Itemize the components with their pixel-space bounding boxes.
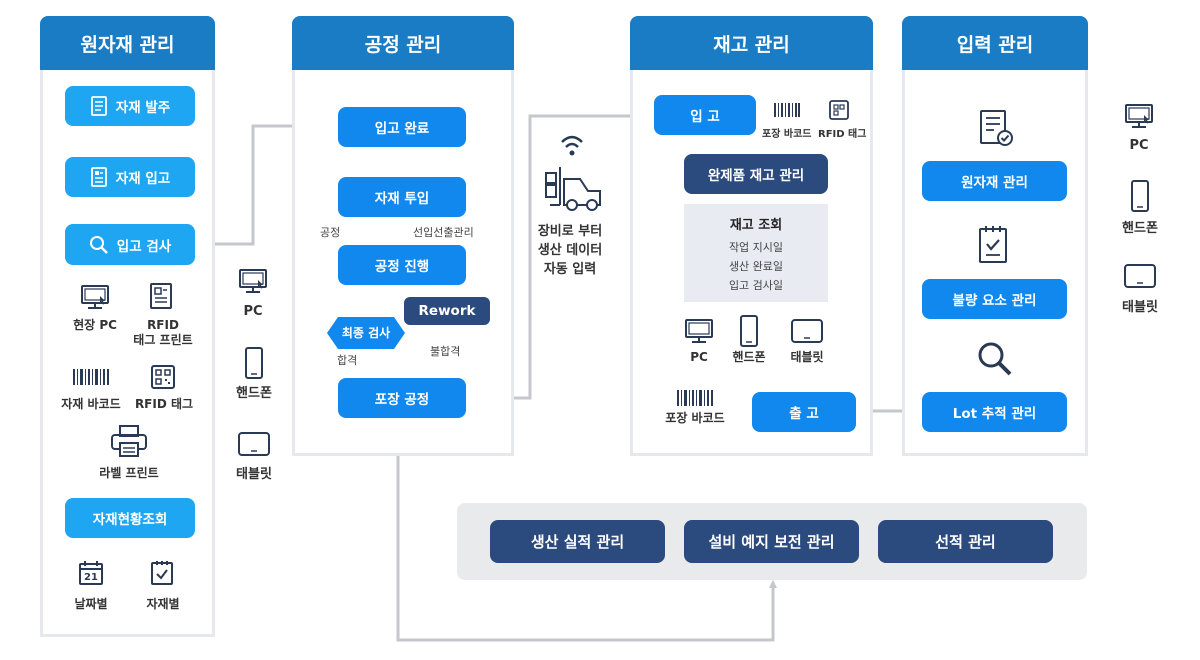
material-receive-button[interactable]: 자재 입고: [65, 157, 195, 197]
magnifier-icon: [976, 340, 1014, 382]
pass-label: 합격: [337, 354, 358, 367]
query-item: 생산 완료일: [728, 260, 784, 273]
left-tablet-label: 태블릿: [236, 467, 272, 482]
inbound-button[interactable]: 입 고: [654, 95, 756, 135]
barcode-icon: [73, 369, 109, 389]
rfid-print-label-2: 태그 프린트: [133, 333, 193, 347]
right-tablet-label: 태블릿: [1122, 300, 1158, 315]
inv-rfid-tag-label: RFID 태그: [818, 129, 867, 140]
inv-pc-icon: [684, 318, 714, 348]
search-icon: [89, 235, 109, 255]
material-order-button[interactable]: 자재 발주: [65, 86, 195, 126]
shipping-button[interactable]: 선적 관리: [878, 520, 1053, 563]
calendar-day: 21: [84, 572, 98, 583]
pack-barcode2-icon: [677, 390, 713, 410]
site-pc-label: 현장 PC: [73, 318, 117, 332]
clipboard-check-icon: [976, 108, 1016, 152]
inv-phone-label: 핸드폰: [732, 350, 766, 364]
tablet-icon: [237, 431, 271, 461]
site-pc-icon: [80, 284, 110, 314]
query-item: 작업 지시일: [728, 241, 784, 254]
query-item: 입고 검사일: [728, 279, 784, 292]
in-progress-button[interactable]: 공정 진행: [338, 245, 466, 285]
receive-inspect-button[interactable]: 입고 검사: [65, 224, 195, 265]
pack-barcode-icon: [774, 102, 800, 121]
fail-label: 불합격: [430, 345, 461, 358]
label-print-label: 라벨 프린트: [99, 466, 159, 480]
calendar-icon: [78, 560, 104, 590]
maintenance-button[interactable]: 설비 예지 보전 관리: [684, 520, 859, 563]
fifo-label: 선입선출관리: [413, 226, 474, 239]
material-input-button[interactable]: 자재 투입: [338, 177, 466, 217]
process-header: 공정 관리: [292, 16, 514, 70]
equipment-line-2: 생산 데이터: [537, 243, 603, 258]
outbound-button[interactable]: 출 고: [752, 392, 856, 432]
notepad-check-icon: [978, 224, 1008, 268]
final-inspect-diamond[interactable]: [326, 316, 406, 354]
pc-icon: [238, 268, 268, 298]
finished-goods-button[interactable]: 완제품 재고 관리: [684, 154, 828, 194]
inventory-query-title: 재고 조회: [729, 218, 783, 233]
right-phone-icon: [1130, 180, 1150, 216]
inv-rfid-tag-icon: [829, 100, 849, 124]
inventory-header: 재고 관리: [630, 16, 873, 70]
receive-inspect-label: 입고 검사: [116, 238, 172, 255]
pack-barcode-label: 포장 바코드: [762, 129, 812, 140]
rfid-tag-print-icon: [148, 282, 174, 314]
rfid-tag-label: RFID 태그: [134, 397, 194, 411]
checklist-icon: [149, 560, 175, 590]
by-material-label: 자재별: [146, 597, 180, 611]
inv-pc-label: PC: [690, 350, 708, 364]
material-order-label: 자재 발주: [115, 100, 171, 116]
right-phone-label: 핸드폰: [1122, 221, 1158, 236]
phone-icon: [244, 347, 264, 383]
left-phone-label: 핸드폰: [236, 386, 272, 401]
raw-mgmt-button[interactable]: 원자재 관리: [922, 161, 1067, 201]
rfid-print-label-1: RFID: [147, 318, 179, 332]
equipment-line-1: 장비로 부터: [537, 224, 603, 239]
rfid-tag-icon: [150, 364, 176, 394]
material-barcode-label: 자재 바코드: [61, 397, 121, 411]
right-pc-icon: [1124, 103, 1154, 133]
rework-button[interactable]: Rework: [404, 297, 490, 325]
process-label: 공정: [320, 226, 341, 239]
receipt-done-button[interactable]: 입고 완료: [338, 107, 466, 147]
pack-barcode2-label: 포장 바코드: [665, 411, 725, 425]
left-pc-label: PC: [243, 304, 263, 319]
list-document-icon: [90, 167, 108, 187]
equipment-line-3: 자동 입력: [543, 262, 597, 277]
input-header: 입력 관리: [902, 16, 1088, 70]
material-status-button[interactable]: 자재현황조회: [65, 498, 195, 538]
production-button[interactable]: 생산 실적 관리: [490, 520, 665, 563]
final-inspect-label: 최종 검사: [341, 326, 391, 340]
raw-material-panel: [40, 70, 215, 637]
by-date-label: 날짜별: [74, 597, 108, 611]
right-pc-label: PC: [1129, 138, 1149, 153]
inv-tablet-label: 태블릿: [790, 350, 824, 364]
packing-button[interactable]: 포장 공정: [338, 378, 466, 418]
wifi-icon: [560, 132, 584, 166]
inventory-query-box: [684, 204, 828, 302]
forklift-icon: [540, 165, 606, 217]
inv-phone-icon: [739, 315, 759, 351]
defect-mgmt-button[interactable]: 불량 요소 관리: [922, 279, 1067, 319]
material-receive-label: 자재 입고: [115, 171, 171, 187]
raw-material-header: 원자재 관리: [40, 16, 215, 70]
right-tablet-icon: [1123, 263, 1157, 293]
inv-tablet-icon: [790, 318, 824, 348]
printer-icon: [110, 424, 148, 462]
document-icon: [90, 96, 108, 116]
lot-trace-button[interactable]: Lot 추적 관리: [922, 392, 1067, 432]
